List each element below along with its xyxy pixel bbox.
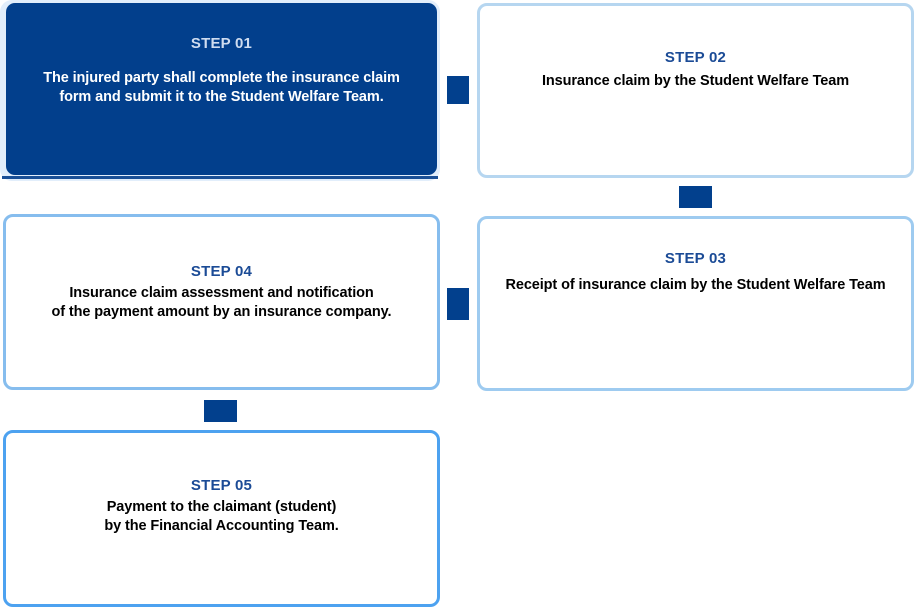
step-02-label: STEP 02 [664, 49, 727, 66]
connector-step02-step03 [679, 186, 712, 208]
step-03-description: Receipt of insurance claim by the Studen… [505, 276, 886, 293]
connector-step04-step05 [204, 400, 237, 422]
step-05-label: STEP 05 [190, 477, 253, 494]
step-01-description: The injured party shall complete the ins… [43, 69, 400, 106]
step-card-01[interactable]: STEP 01 The injured party shall complete… [6, 3, 437, 175]
step-card-02[interactable]: STEP 02 Insurance claim by the Student W… [477, 3, 914, 178]
step-card-03[interactable]: STEP 03 Receipt of insurance claim by th… [477, 216, 914, 391]
step-01-label: STEP 01 [190, 35, 253, 52]
step-02-description: Insurance claim by the Student Welfare T… [541, 72, 849, 89]
step-04-description: Insurance claim assessment and notificat… [51, 284, 392, 321]
step-03-label: STEP 03 [664, 250, 727, 267]
step-card-04[interactable]: STEP 04 Insurance claim assessment and n… [3, 214, 440, 390]
step-01-underline [2, 176, 438, 179]
step-04-label: STEP 04 [190, 263, 253, 280]
connector-step01-step02 [447, 76, 469, 104]
connector-step03-step04 [447, 288, 469, 320]
step-card-05[interactable]: STEP 05 Payment to the claimant (student… [3, 430, 440, 607]
step-05-description: Payment to the claimant (student) by the… [104, 498, 339, 535]
